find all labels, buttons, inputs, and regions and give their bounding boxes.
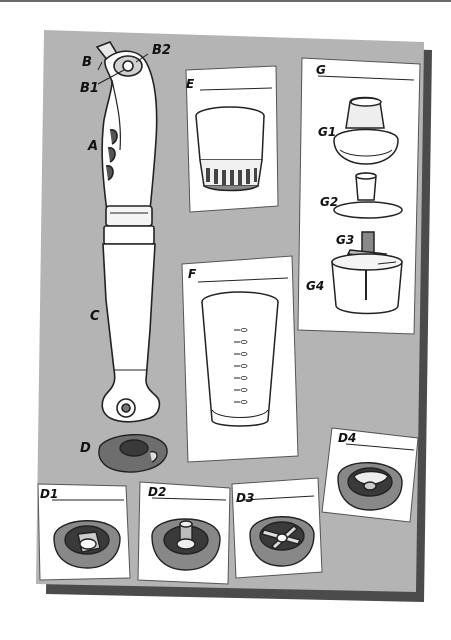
label-B: B (82, 55, 92, 70)
label-G3: G3 (336, 233, 354, 247)
label-D3: D3 (236, 491, 254, 505)
card-D3 (231, 477, 323, 579)
label-B1: B1 (80, 81, 99, 96)
label-B2: B2 (152, 43, 171, 58)
leader-lines (97, 53, 149, 85)
label-G2: G2 (320, 195, 338, 209)
panel-G (297, 57, 421, 335)
label-D1: D1 (40, 487, 58, 501)
label-G4: G4 (306, 279, 324, 293)
panel-E (185, 65, 279, 213)
card-D1 (37, 483, 131, 581)
top-rule (0, 0, 451, 2)
motor-handle-A (95, 41, 158, 245)
label-F: F (188, 267, 197, 281)
label-G: G (316, 63, 326, 77)
card-D4 (321, 427, 419, 523)
label-A: A (87, 139, 98, 154)
label-D2: D2 (148, 485, 166, 499)
panel-F (181, 255, 299, 463)
whisk-adapter-D (98, 434, 168, 473)
label-G1: G1 (318, 125, 336, 139)
label-D: D (80, 441, 91, 456)
card-D2 (137, 481, 231, 585)
label-D4: D4 (338, 431, 356, 445)
label-C: C (90, 309, 100, 324)
blending-shaft-C (101, 243, 161, 423)
label-E: E (186, 77, 195, 91)
